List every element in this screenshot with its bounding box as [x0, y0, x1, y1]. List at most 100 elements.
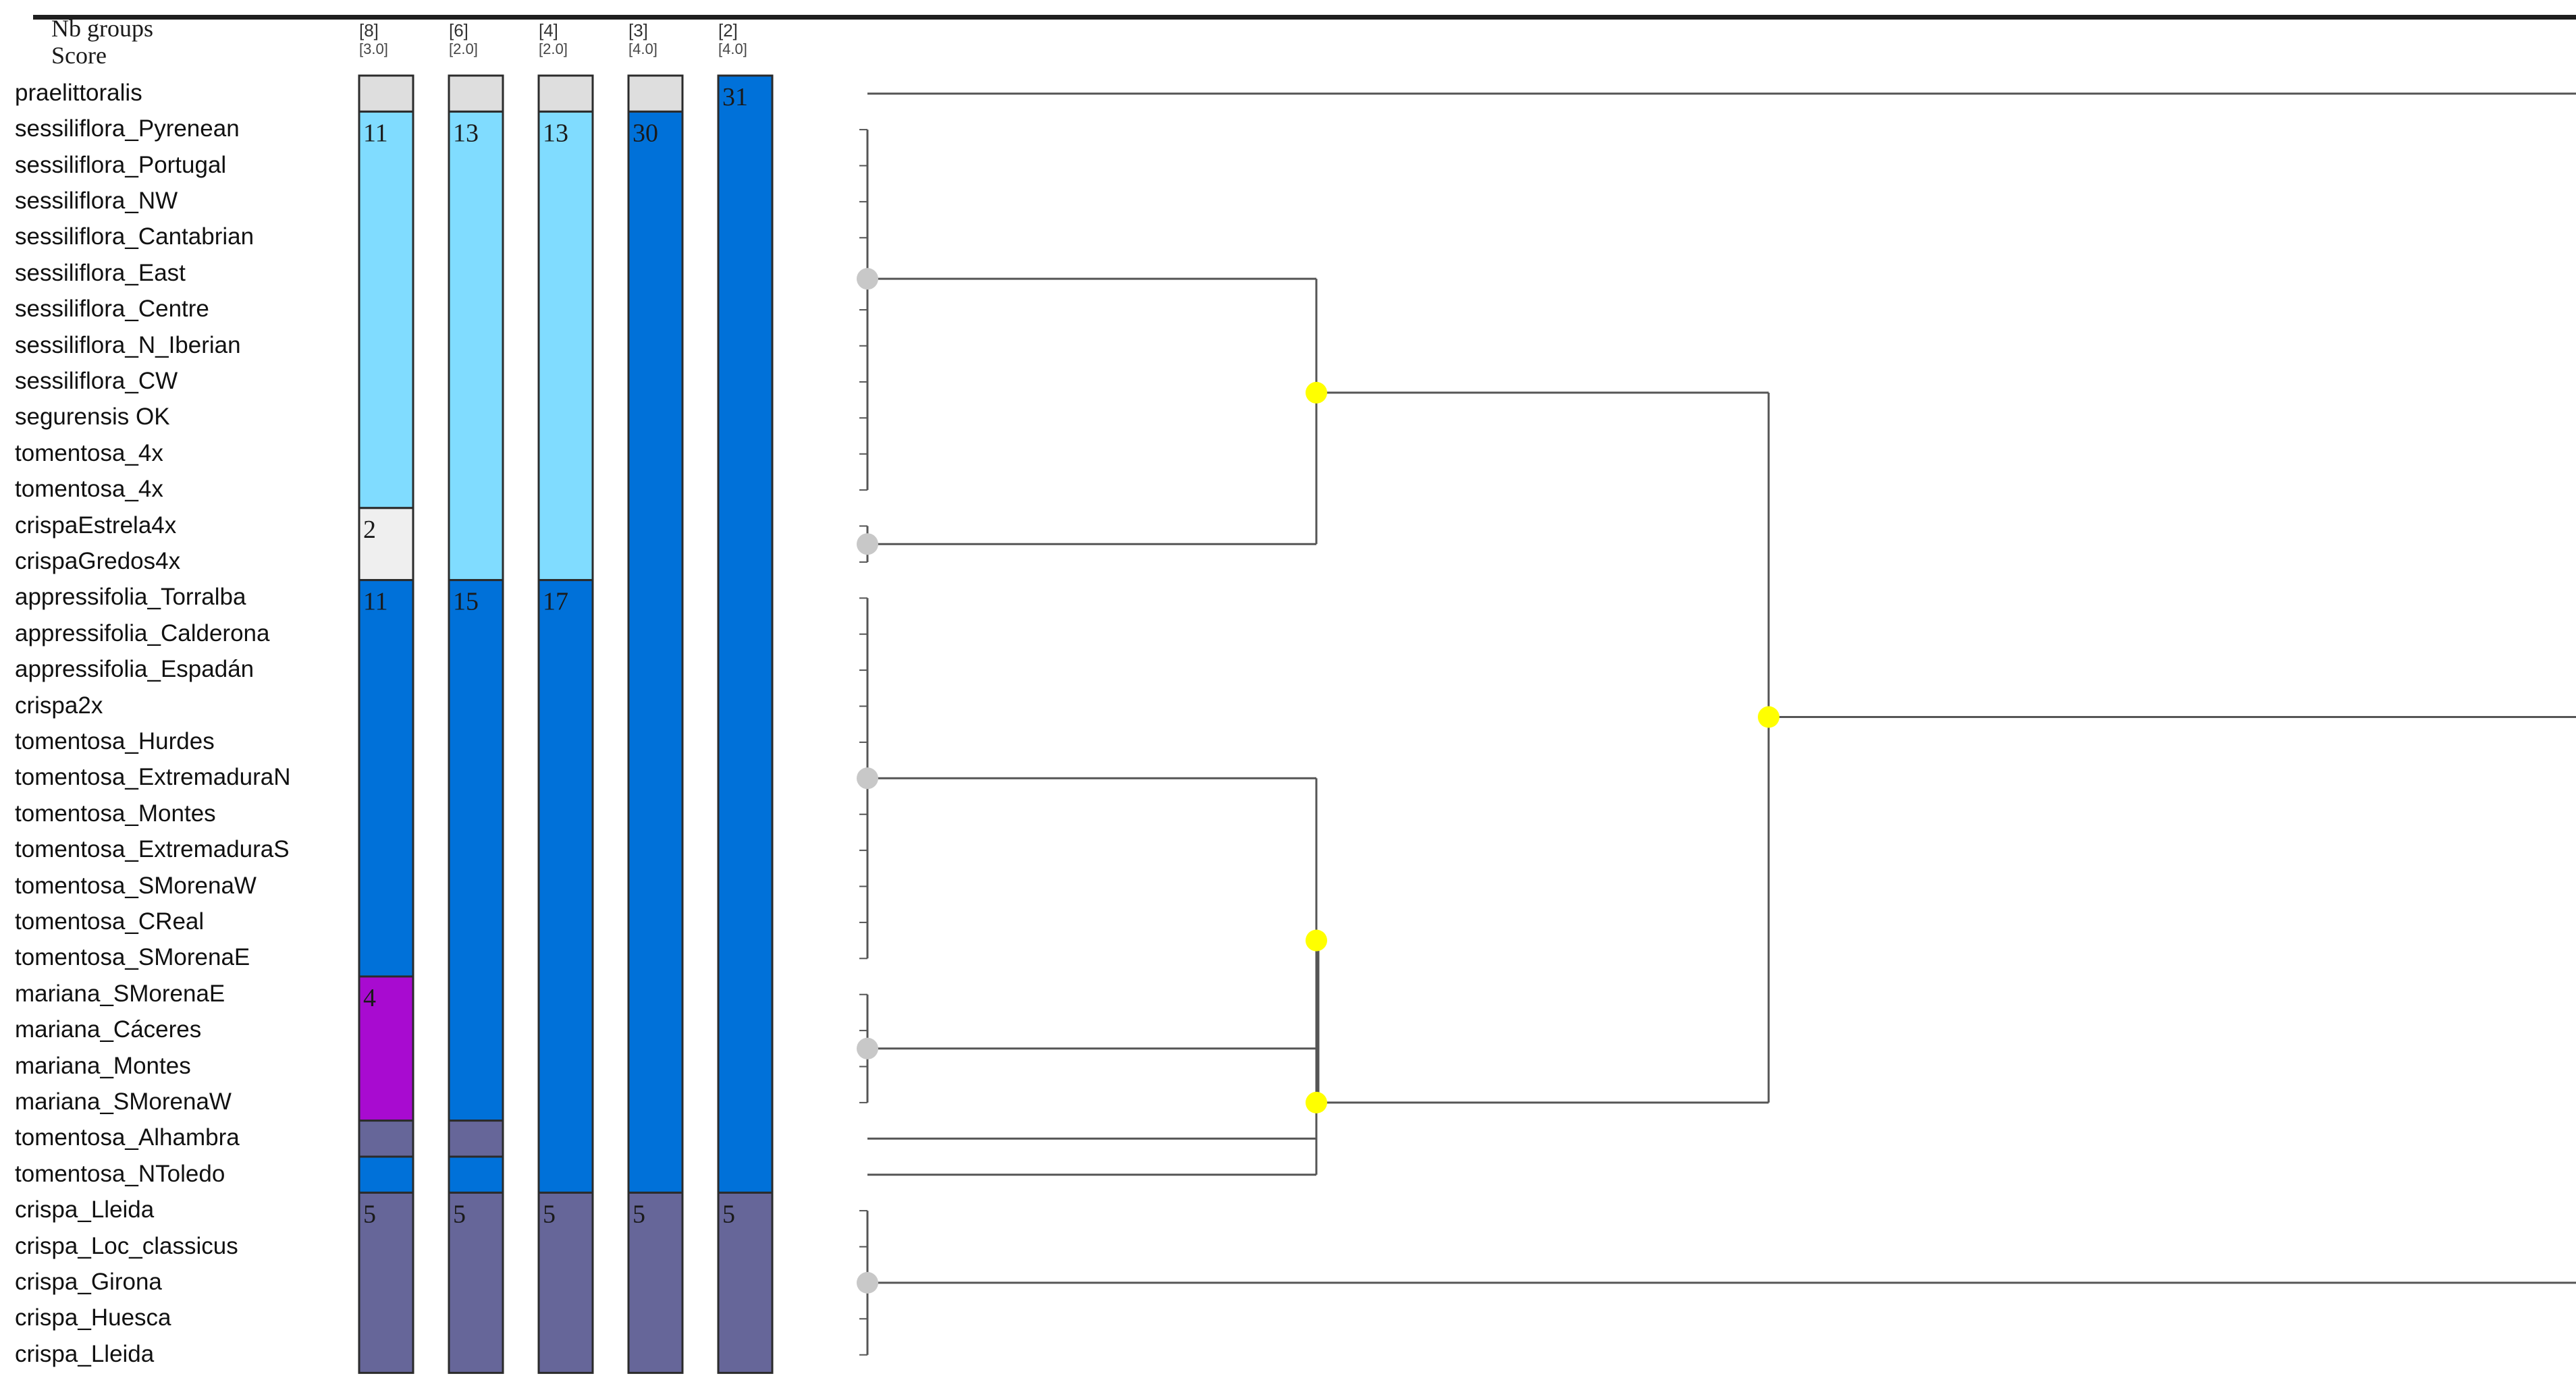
segment-count: 11 — [363, 588, 388, 616]
segment-count: 17 — [543, 588, 568, 616]
segment-count: 13 — [543, 119, 568, 147]
taxon-label: tomentosa_4x — [15, 476, 163, 503]
partition-segment — [448, 1155, 504, 1194]
taxon-label: sessiliflora_Cantabrian — [15, 223, 254, 250]
tree-node-grey — [857, 268, 878, 290]
taxon-label: tomentosa_ExtremaduraS — [15, 836, 290, 863]
partition-segment — [627, 1191, 684, 1374]
taxon-label: tomentosa_ExtremaduraN — [15, 764, 291, 791]
partition-segment — [358, 74, 414, 113]
taxon-label: crispaEstrela4x — [15, 512, 177, 539]
taxon-label: appressifolia_Espadán — [15, 656, 254, 683]
taxon-label: tomentosa_Hurdes — [15, 727, 215, 754]
partition-segment — [448, 1120, 504, 1158]
taxon-label: mariana_Montes — [15, 1052, 191, 1079]
partition-segment — [537, 1191, 594, 1374]
column-score: [4.0] — [628, 40, 658, 57]
partition-segment — [448, 1191, 504, 1374]
column-header-2: [6] [2.0] — [449, 20, 478, 58]
partition-segment — [448, 579, 504, 1122]
column-header-4: [3] [4.0] — [628, 20, 658, 58]
segment-count: 5 — [363, 1200, 376, 1228]
taxon-label: sessiliflora_N_Iberian — [15, 331, 241, 358]
taxon-label: appressifolia_Calderona — [15, 619, 270, 646]
taxon-label: sessiliflora_CW — [15, 367, 178, 394]
tree-node-yellow — [1306, 929, 1327, 952]
column-header-1: [8] [3.0] — [359, 20, 388, 58]
taxon-label: praelittoralis — [15, 79, 142, 106]
taxon-label: sessiliflora_Centre — [15, 296, 209, 323]
taxon-label: tomentosa_Montes — [15, 800, 216, 827]
partition-segment — [358, 579, 414, 978]
column-groups: [2] — [718, 20, 738, 40]
column-score: [2.0] — [539, 40, 568, 57]
column-header-3: [4] [2.0] — [539, 20, 568, 58]
column-score: [4.0] — [718, 40, 747, 57]
segment-count: 5 — [633, 1200, 645, 1228]
tree-node-grey — [857, 533, 878, 555]
taxon-label: mariana_SMorenaW — [15, 1088, 232, 1115]
column-groups: [6] — [449, 20, 468, 40]
taxon-label: tomentosa_SMorenaW — [15, 872, 257, 899]
partition-segment — [717, 1191, 774, 1374]
partition-segment — [358, 1120, 414, 1158]
column-groups: [3] — [628, 20, 648, 40]
nb-groups-label: Nb groups — [51, 15, 153, 42]
top-rule — [33, 15, 2576, 20]
column-header-5: [2] [4.0] — [718, 20, 747, 58]
taxon-label: tomentosa_CReal — [15, 908, 205, 935]
tree-node-grey — [857, 767, 878, 790]
taxon-label: mariana_SMorenaE — [15, 980, 225, 1007]
taxon-label: appressifolia_Torralba — [15, 584, 246, 611]
segment-count: 5 — [453, 1200, 466, 1228]
tree-node-yellow — [1306, 381, 1327, 404]
tree-node-grey — [857, 1037, 878, 1059]
segment-count: 31 — [722, 83, 748, 111]
taxon-label: sessiliflora_Portugal — [15, 151, 227, 178]
segment-count: 5 — [543, 1200, 556, 1228]
partition-segment — [627, 74, 684, 113]
partition-segment — [537, 110, 594, 582]
segment-count: 30 — [633, 119, 658, 147]
taxon-label: tomentosa_4x — [15, 439, 163, 466]
partition-segment — [448, 74, 504, 113]
partition-segment — [358, 110, 414, 509]
partition-segment — [448, 110, 504, 582]
taxon-label: sessiliflora_East — [15, 259, 186, 286]
partition-segment — [358, 1191, 414, 1374]
segment-count: 11 — [363, 119, 388, 147]
taxon-label: mariana_Cáceres — [15, 1016, 202, 1043]
partition-segment — [358, 1155, 414, 1194]
partition-segment — [717, 74, 774, 1194]
partition-segment — [358, 975, 414, 1122]
taxon-label: tomentosa_Alhambra — [15, 1124, 240, 1151]
taxon-label: crispa2x — [15, 692, 103, 719]
taxon-label: crispa_Lleida — [15, 1340, 155, 1367]
partition-segment — [537, 74, 594, 113]
taxon-label: sessiliflora_Pyrenean — [15, 115, 240, 142]
segment-count: 4 — [363, 984, 376, 1012]
column-groups: [8] — [359, 20, 379, 40]
partition-segment — [537, 579, 594, 1194]
column-score: [2.0] — [449, 40, 478, 57]
tree-node-yellow — [1758, 706, 1779, 728]
column-score: [3.0] — [359, 40, 388, 57]
taxon-label: tomentosa_NToledo — [15, 1160, 225, 1187]
taxon-label: segurensis OK — [15, 404, 170, 431]
column-groups: [4] — [539, 20, 558, 40]
segment-count: 2 — [363, 516, 376, 544]
segment-count: 15 — [453, 588, 479, 616]
tree-node-yellow — [1306, 1091, 1327, 1113]
partition-segment — [627, 110, 684, 1194]
taxon-label: crispa_Huesca — [15, 1304, 171, 1331]
taxon-label: crispa_Girona — [15, 1268, 162, 1295]
taxon-label: crispaGredos4x — [15, 547, 181, 574]
taxon-label: tomentosa_SMorenaE — [15, 944, 250, 971]
taxon-label: sessiliflora_NW — [15, 187, 178, 214]
taxon-label: crispa_Loc_classicus — [15, 1232, 238, 1259]
tree-nodes — [857, 268, 1779, 1294]
segment-count: 5 — [722, 1200, 735, 1228]
